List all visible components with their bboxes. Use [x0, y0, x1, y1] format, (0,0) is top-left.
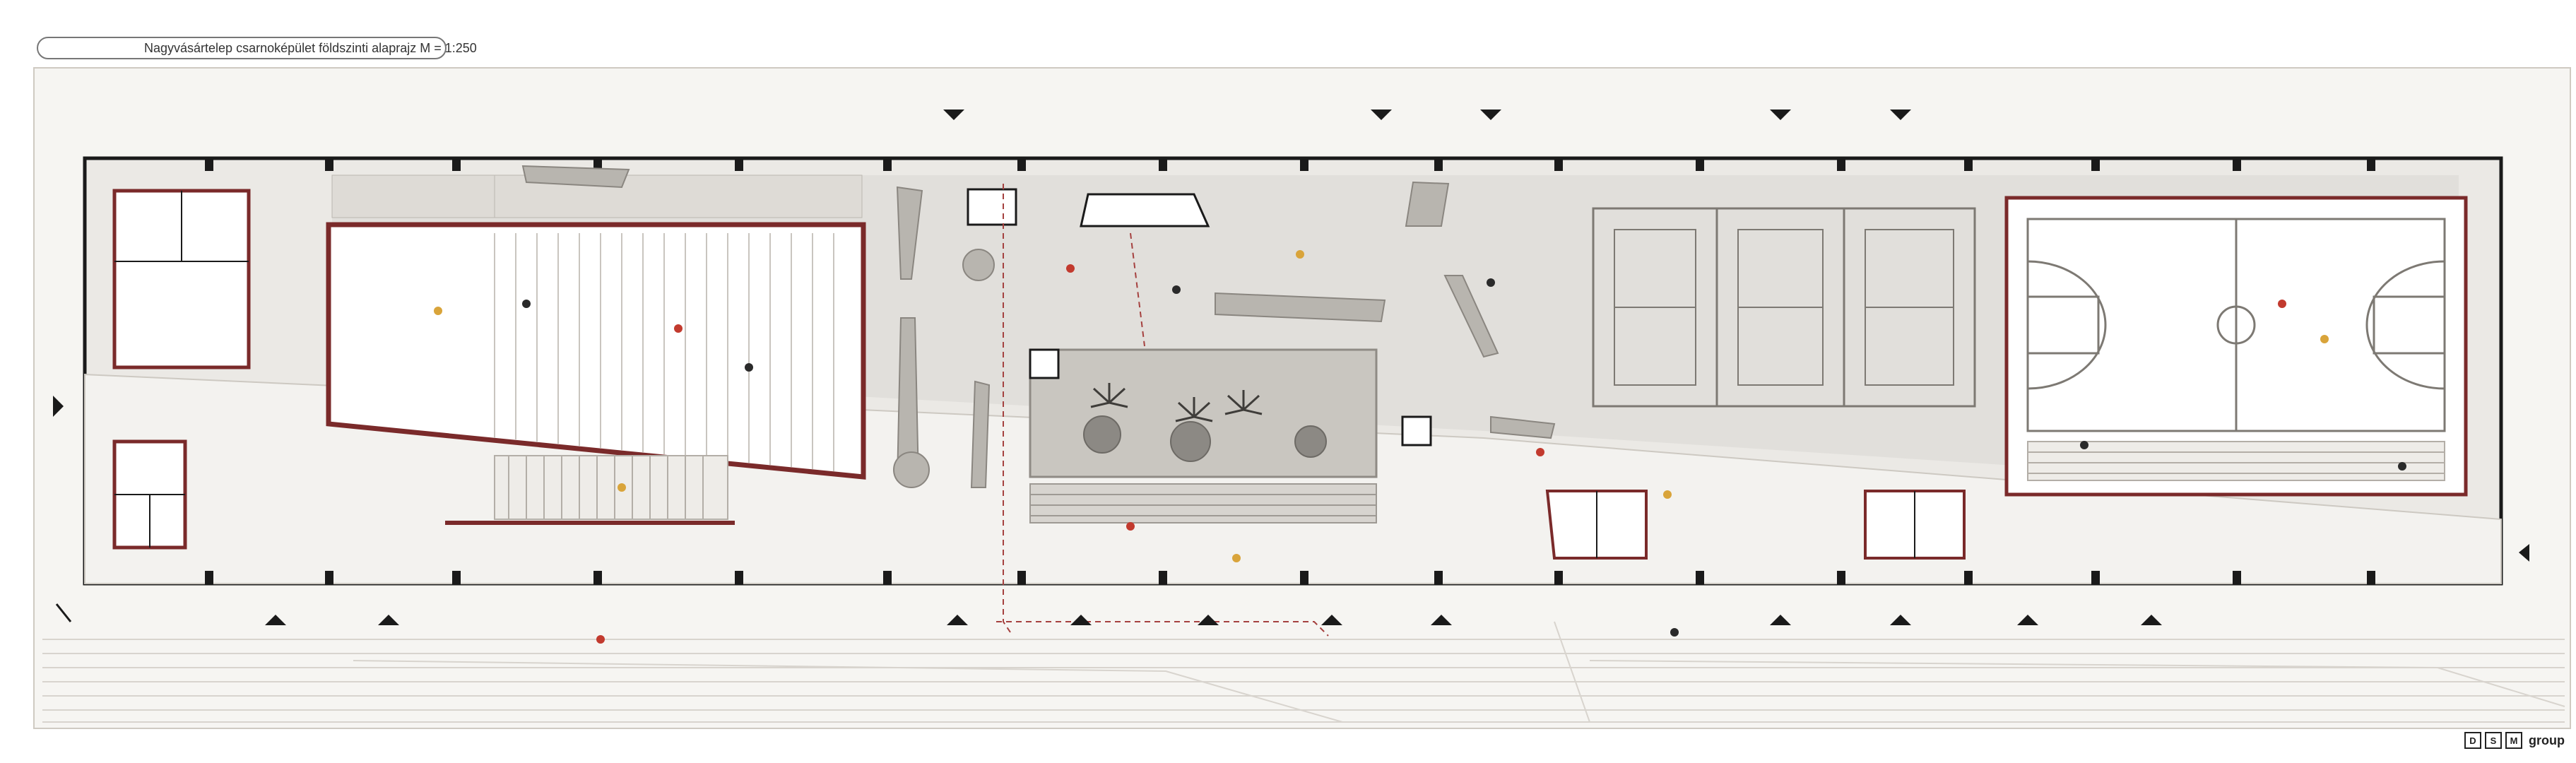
north-arrow — [55, 603, 72, 622]
atrium-trees — [1083, 415, 1327, 462]
logo: D S M group — [2464, 732, 2565, 749]
bottom-columns — [205, 571, 2375, 585]
street-lines — [42, 621, 2565, 723]
atrium-steps — [1029, 483, 1377, 524]
entrance-markers-bottom — [265, 615, 2162, 625]
tennis-courts — [1592, 207, 1976, 408]
central-atrium — [1029, 348, 1378, 478]
drawing-title: Nagyvásártelep csarnoképület földszinti … — [37, 37, 477, 59]
entrance-marker-east — [2519, 544, 2529, 562]
entrance-markers-top — [943, 110, 1911, 120]
entrance-marker-west — [53, 396, 64, 417]
logo-word: group — [2529, 733, 2565, 747]
logo-letter-d: D — [2464, 732, 2481, 749]
lower-staircase — [494, 455, 728, 520]
logo-letter-s: S — [2485, 732, 2502, 749]
basketball-bleachers — [2027, 441, 2445, 481]
logo-letter-m: M — [2505, 732, 2522, 749]
lower-rooms — [1545, 490, 1966, 560]
people-figures — [434, 250, 2406, 644]
palm-trees — [1090, 383, 1263, 422]
top-columns — [205, 157, 2375, 171]
kiosks — [967, 188, 1432, 446]
market-hall-stripes — [494, 233, 834, 471]
benches — [521, 165, 1556, 488]
market-hall — [326, 222, 866, 480]
left-service-rooms — [112, 189, 251, 550]
circulation-lines — [996, 184, 1329, 637]
basketball-court — [2026, 218, 2446, 432]
